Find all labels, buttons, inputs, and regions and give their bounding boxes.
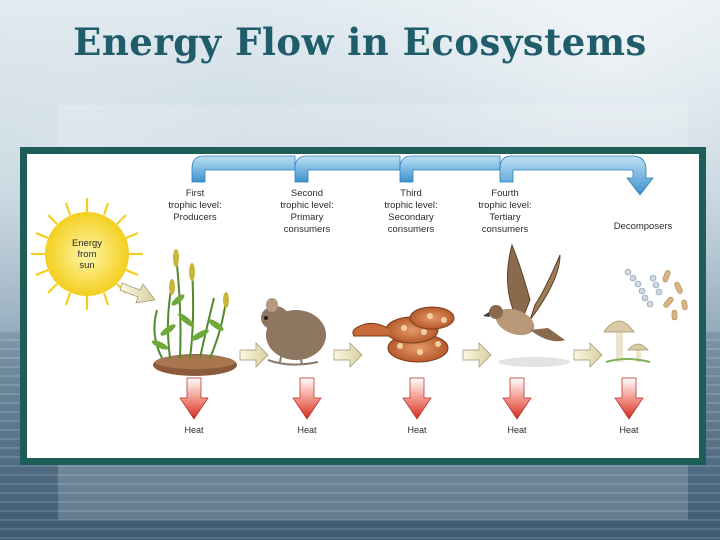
energy-arc-arrow-2 [294,155,401,183]
level-label-decomposers: Decomposers [613,221,673,232]
heat-label-5: Heat [619,425,639,435]
flow-arrow-primary-to-secondary [333,342,363,368]
sun-to-producer-arrow [119,282,156,304]
energy-arc-arrow-4 [499,155,654,196]
energy-arc-arrow-1 [191,155,296,183]
mouse-icon [261,298,326,366]
heat-arrow-2 [292,377,322,420]
slide-title: Energy Flow in Ecosystems [73,20,647,64]
flow-arrow-producer-to-primary [239,342,269,368]
plant-icon [151,249,237,376]
level-label-primary: Second trophic level: Primary consumers [280,188,334,235]
flow-arrow-secondary-to-tertiary [462,342,492,368]
bacteria-icon [624,268,688,321]
level-label-secondary: Third trophic level: Secondary consumers [384,188,438,235]
heat-arrow-4 [502,377,532,420]
heat-label-2: Heat [297,425,317,435]
diagram-canvas [27,154,699,458]
heat-arrow-1 [179,377,209,420]
flow-arrows [239,342,603,368]
energy-arc-arrow-3 [399,155,501,183]
heat-label-3: Heat [407,425,427,435]
level-label-tertiary: Fourth trophic level: Tertiary consumers [478,188,532,235]
sun-icon [31,198,143,310]
hawk-icon [483,243,570,367]
energy-arc-arrows [191,155,654,196]
heat-arrow-5 [614,377,644,420]
snake-icon [352,306,455,363]
heat-label-4: Heat [507,425,527,435]
heat-label-1: Heat [184,425,204,435]
level-label-producers: First trophic level: Producers [168,188,222,223]
mushroom-icon [603,320,651,363]
sun-label: Energy from sun [71,238,103,271]
flow-arrow-tertiary-to-decomposers [573,342,603,368]
heat-arrow-3 [402,377,432,420]
heat-arrows [179,377,644,420]
